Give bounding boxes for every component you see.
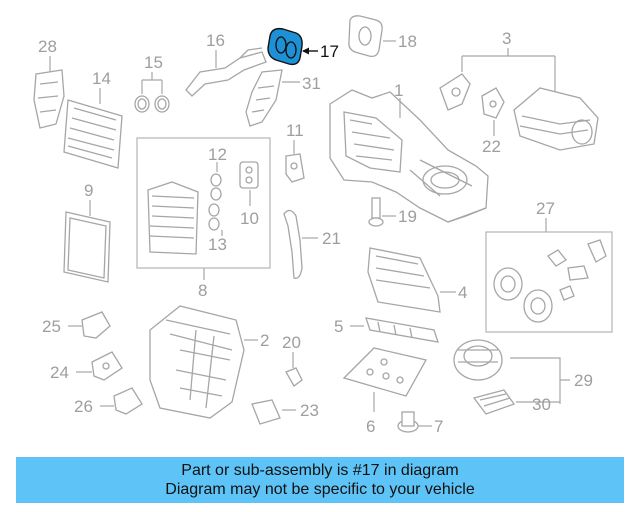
part-4-filter-housing xyxy=(367,247,441,313)
callout-6[interactable]: 6 xyxy=(366,417,375,436)
part-27-blower-components xyxy=(493,239,607,323)
part-8-heater-core xyxy=(147,181,199,255)
callout-30[interactable]: 30 xyxy=(532,395,551,414)
part-24-actuator xyxy=(91,351,123,381)
part-5-seal-strip xyxy=(365,317,439,343)
callout-5[interactable]: 5 xyxy=(334,317,343,336)
part-3-actuator xyxy=(439,73,471,111)
callout-29[interactable]: 29 xyxy=(574,371,593,390)
part-25-actuator xyxy=(81,311,111,339)
part-12-o-ring xyxy=(210,173,222,201)
part-7-grommet xyxy=(397,411,419,433)
callout-22[interactable]: 22 xyxy=(482,137,501,156)
callout-27[interactable]: 27 xyxy=(536,199,555,218)
part-23-module xyxy=(251,399,281,425)
part-10-valve xyxy=(239,161,259,189)
part-6-plate xyxy=(342,347,427,397)
callout-21[interactable]: 21 xyxy=(322,229,341,248)
part-9-cabin-filter xyxy=(63,211,111,283)
callout-23[interactable]: 23 xyxy=(300,401,319,420)
callout-24[interactable]: 24 xyxy=(50,363,69,382)
callout-14[interactable]: 14 xyxy=(92,69,111,88)
callout-18[interactable]: 18 xyxy=(398,32,417,51)
callout-19[interactable]: 19 xyxy=(398,207,417,226)
part-1-hvac-housing xyxy=(329,89,489,223)
part-28-bracket xyxy=(33,69,65,129)
part-11-sensor xyxy=(285,153,305,183)
callout-31[interactable]: 31 xyxy=(302,74,321,93)
part-17-gasket[interactable] xyxy=(267,27,303,66)
callout-12[interactable]: 12 xyxy=(208,145,227,164)
callout-2[interactable]: 2 xyxy=(260,331,269,350)
part-20-sensor xyxy=(285,367,303,387)
part-22-actuator xyxy=(481,87,505,119)
part-14-evaporator-core xyxy=(63,99,123,169)
part-18-seal xyxy=(348,15,383,58)
part-2-lower-housing xyxy=(149,305,245,419)
callout-17[interactable]: 17 xyxy=(320,42,339,61)
callout-20[interactable]: 20 xyxy=(282,333,301,352)
part-19-bolt xyxy=(368,197,384,227)
part-30-resistor xyxy=(472,389,516,415)
part-21-drain-hose xyxy=(283,209,303,279)
callout-8[interactable]: 8 xyxy=(198,281,207,300)
info-banner: Part or sub-assembly is #17 in diagram D… xyxy=(16,457,624,503)
callout-9[interactable]: 9 xyxy=(84,181,93,200)
callout-1[interactable]: 1 xyxy=(394,81,403,100)
part-15-o-rings xyxy=(134,95,170,113)
part-29-blower-motor xyxy=(453,339,503,381)
callout-13[interactable]: 13 xyxy=(208,235,227,254)
callout-15[interactable]: 15 xyxy=(144,53,163,72)
banner-line-2: Diagram may not be specific to your vehi… xyxy=(165,481,475,498)
callout-16[interactable]: 16 xyxy=(206,31,225,50)
callout-25[interactable]: 25 xyxy=(42,317,61,336)
callout-26[interactable]: 26 xyxy=(74,397,93,416)
exploded-parts-diagram: 17 18 16 31 28 14 15 xyxy=(33,15,613,436)
group-27-frame xyxy=(485,231,613,333)
callout-28[interactable]: 28 xyxy=(38,37,57,56)
part-3-blower-housing xyxy=(513,87,599,151)
part-17-arrow xyxy=(302,47,309,55)
callout-11[interactable]: 11 xyxy=(286,121,304,140)
callout-7[interactable]: 7 xyxy=(434,417,443,436)
callout-10[interactable]: 10 xyxy=(240,209,259,228)
part-26-actuator xyxy=(113,387,143,415)
callout-4[interactable]: 4 xyxy=(458,283,467,302)
part-13-o-ring xyxy=(208,203,220,231)
part-31-bracket xyxy=(245,69,283,127)
callout-3[interactable]: 3 xyxy=(502,29,511,48)
banner-line-1: Part or sub-assembly is #17 in diagram xyxy=(181,462,459,479)
part-16-duct xyxy=(185,47,267,97)
